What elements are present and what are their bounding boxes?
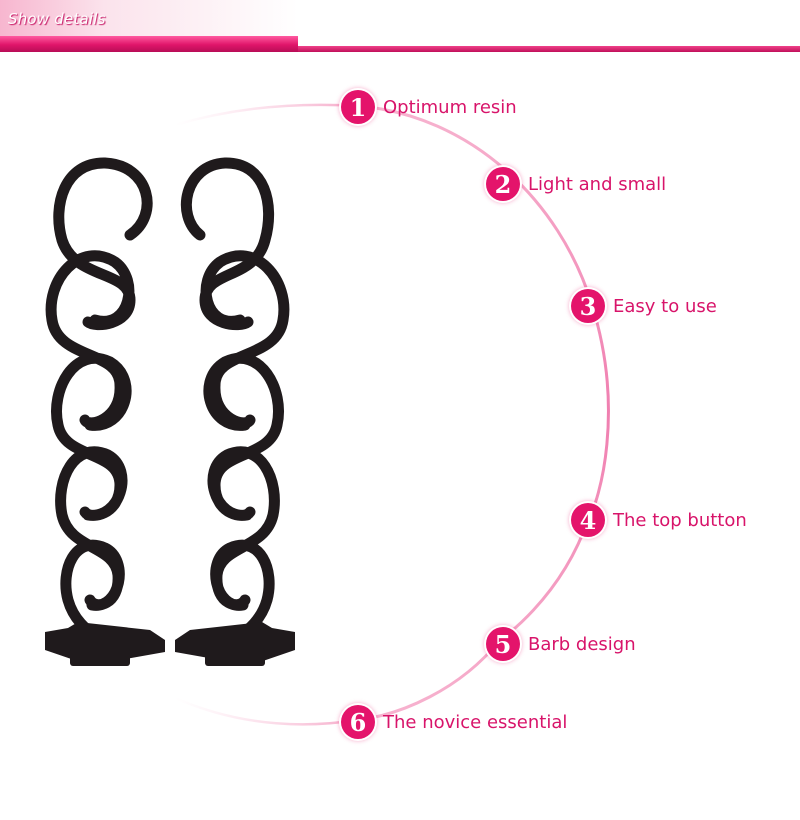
feature-item-6: 6 The novice essential — [341, 705, 567, 739]
number-badge: 6 — [341, 705, 375, 739]
feature-item-3: 3 Easy to use — [571, 289, 717, 323]
feature-item-2: 2 Light and small — [486, 167, 666, 201]
feature-label: Easy to use — [613, 295, 717, 317]
feature-label: The novice essential — [383, 711, 568, 733]
feature-label: Barb design — [528, 633, 636, 655]
header-bar-thin — [298, 46, 800, 52]
right-comb-spiral — [180, 157, 290, 646]
header-banner: Show details — [0, 0, 800, 58]
feature-label: The top button — [613, 509, 747, 531]
header-bar-thick — [0, 36, 298, 52]
header-glow — [0, 0, 298, 36]
feature-label: Light and small — [528, 173, 667, 195]
number-badge: 3 — [571, 289, 605, 323]
feature-item-4: 4 The top button — [571, 503, 747, 537]
number-badge: 2 — [486, 167, 520, 201]
number-badge: 4 — [571, 503, 605, 537]
feature-label: Optimum resin — [383, 96, 517, 118]
feature-item-5: 5 Barb design — [486, 627, 636, 661]
left-comb-spiral — [45, 157, 153, 646]
feature-item-1: 1 Optimum resin — [341, 90, 517, 124]
section-title: Show details — [8, 10, 106, 28]
number-badge: 1 — [341, 90, 375, 124]
number-badge: 5 — [486, 627, 520, 661]
